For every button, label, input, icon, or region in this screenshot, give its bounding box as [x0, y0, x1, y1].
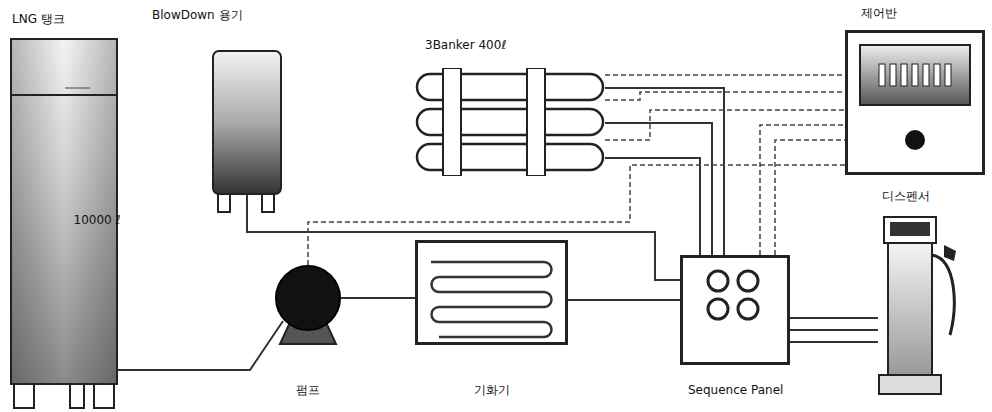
signal-line [605, 74, 845, 76]
pipe-line [568, 299, 680, 301]
lng-tank: LNG 탱크10000 ℓ [10, 38, 118, 385]
dispenser: 디스펜서 [878, 215, 963, 395]
pump: 펌프 [275, 265, 341, 331]
node-label: Sequence Panel [688, 383, 783, 397]
vaporizer: 기화기 [415, 240, 568, 345]
lng-tank-shape [10, 38, 118, 385]
node-label: 펌프 [235, 383, 381, 397]
pipe-line [790, 329, 878, 331]
blowdown-vessel: BlowDown 용기 [212, 50, 282, 195]
pipe-line [118, 321, 283, 370]
signal-line [775, 140, 845, 255]
control-panel: 제어반 [845, 30, 985, 175]
sequence-panel: Sequence Panel [680, 255, 790, 365]
vaporizer-shape [415, 240, 568, 345]
dispenser-shape [878, 215, 963, 395]
node-label: 디스펜서 [882, 189, 930, 203]
node-label: 10000 ℓ [3, 213, 191, 227]
node-label: BlowDown 용기 [152, 8, 243, 22]
node-label: 제어반 [769, 6, 989, 20]
cylinder-bank: 3Banker 400ℓ [415, 68, 605, 176]
node-label: 3Banker 400ℓ [425, 38, 506, 52]
control-panel-shape [845, 30, 985, 175]
node-label: 기화기 [375, 383, 608, 397]
pipe-line [605, 158, 700, 255]
pipe-line [341, 297, 415, 299]
signal-line [308, 165, 845, 265]
sequence-panel-shape [680, 255, 790, 365]
node-label: LNG 탱크 [12, 12, 65, 26]
pump-shape [275, 265, 341, 331]
cylinder-bank-shape [415, 68, 605, 176]
blowdown-vessel-shape [212, 50, 282, 195]
